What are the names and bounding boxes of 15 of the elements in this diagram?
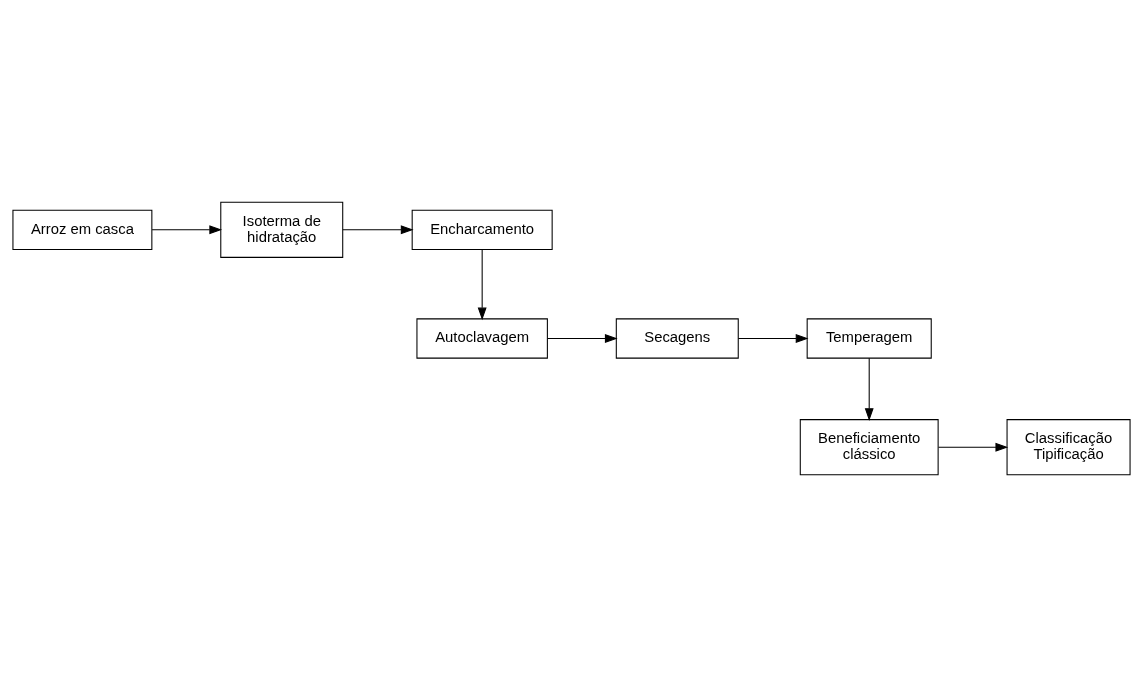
node-box: Encharcamento <box>411 209 553 250</box>
arrow <box>342 224 414 234</box>
node-box: Autoclavagem <box>416 317 548 359</box>
node-box: Arroz em casca <box>12 209 153 250</box>
node-box: Secagens <box>615 317 739 359</box>
node-box: Temperagem <box>806 317 932 359</box>
arrow <box>477 248 487 320</box>
arrow <box>151 224 223 234</box>
node-box: Beneficiamento clássico <box>799 418 939 475</box>
arrow <box>737 333 809 343</box>
node-box: Classificação Tipificação <box>1006 418 1131 475</box>
arrow <box>938 442 1009 452</box>
arrow <box>864 357 874 421</box>
arrow <box>547 333 618 343</box>
node-box: Isoterma de hidratação <box>220 201 344 258</box>
